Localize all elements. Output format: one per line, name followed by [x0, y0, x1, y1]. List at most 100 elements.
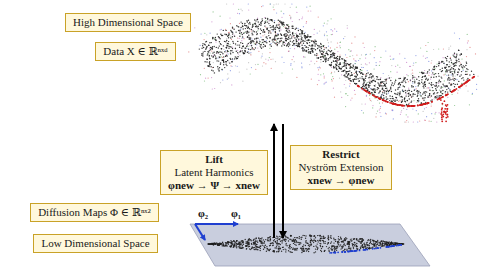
data-point: [281, 21, 282, 22]
data-point: [274, 36, 275, 37]
data-point: [311, 61, 312, 62]
data-point: [245, 48, 246, 49]
data-point: [450, 46, 451, 47]
data-point: [277, 42, 278, 43]
data-point: [322, 53, 323, 54]
data-point: [287, 31, 288, 32]
data-point: [393, 118, 394, 119]
data-point: [244, 25, 245, 26]
data-point: [364, 86, 365, 87]
data-point: [361, 64, 362, 65]
data-point: [245, 51, 246, 52]
data-point: [336, 68, 337, 69]
data-point: [375, 81, 376, 82]
data-point: [421, 79, 422, 80]
data-point: [287, 38, 288, 39]
data-point: [332, 80, 333, 81]
data-point: [311, 44, 312, 45]
data-point: [424, 84, 425, 85]
data-point: [454, 71, 455, 72]
data-point: [340, 68, 341, 69]
data-point: [372, 94, 373, 95]
data-point: [272, 39, 273, 40]
data-point: [339, 64, 340, 65]
data-point: [222, 35, 223, 36]
data-point: [274, 20, 275, 21]
data-point: [380, 82, 381, 83]
data-point: [380, 57, 381, 58]
data-point: [365, 58, 366, 59]
data-point: [302, 47, 303, 48]
data-point: [204, 68, 205, 69]
data-point: [352, 55, 353, 56]
data-point: [354, 83, 355, 84]
data-point: [288, 42, 289, 43]
data-point: [276, 12, 277, 13]
data-point: [407, 100, 408, 101]
data-point: [453, 68, 454, 69]
data-point: [294, 37, 295, 38]
data-point: [212, 52, 213, 53]
data-point: [326, 51, 327, 52]
data-point: [429, 72, 430, 73]
data-point: [440, 91, 441, 92]
data-point: [355, 60, 356, 61]
data-point: [387, 78, 388, 79]
data-point: [255, 44, 256, 45]
data-point: [226, 34, 227, 35]
data-point: [271, 19, 272, 20]
data-point: [419, 83, 420, 84]
data-point: [328, 46, 329, 47]
data-point: [339, 42, 340, 43]
data-point: [334, 67, 335, 68]
data-point: [331, 63, 332, 64]
data-point: [280, 29, 281, 30]
data-point: [286, 35, 287, 36]
data-point: [264, 31, 265, 32]
data-point: [227, 79, 228, 80]
data-point: [278, 34, 279, 35]
data-point: [239, 47, 240, 48]
data-point: [397, 65, 398, 66]
data-point: [404, 97, 405, 98]
data-point: [254, 38, 255, 39]
data-point: [413, 93, 414, 94]
data-point: [261, 6, 262, 7]
data-point: [289, 51, 290, 52]
data-point: [352, 79, 353, 80]
data-point: [330, 65, 331, 66]
data-point: [257, 33, 258, 34]
data-point: [444, 67, 445, 68]
data-point: [272, 39, 273, 40]
data-point: [404, 86, 405, 87]
data-point: [337, 42, 338, 43]
data-point: [296, 41, 297, 42]
data-point: [339, 63, 340, 64]
data-point: [232, 33, 233, 34]
data-point: [423, 97, 424, 98]
data-point: [343, 38, 344, 39]
data-point: [222, 60, 223, 61]
data-point: [298, 46, 299, 47]
data-point: [341, 74, 342, 75]
data-point: [432, 84, 433, 85]
data-point: [228, 51, 229, 52]
data-point: [280, 33, 281, 34]
data-point: [384, 84, 385, 85]
data-point: [356, 67, 357, 68]
data-point: [266, 28, 267, 29]
data-point: [417, 90, 418, 91]
data-point: [453, 83, 454, 84]
data-point: [262, 65, 263, 66]
data-point: [310, 10, 311, 11]
data-point: [326, 82, 327, 83]
data-point: [455, 65, 456, 66]
data-point: [432, 90, 433, 91]
data-point: [452, 63, 453, 64]
data-point: [277, 35, 278, 36]
data-point: [275, 39, 276, 40]
data-point: [395, 103, 396, 104]
data-point: [453, 71, 454, 72]
data-point: [417, 95, 418, 96]
data-point: [442, 87, 443, 88]
